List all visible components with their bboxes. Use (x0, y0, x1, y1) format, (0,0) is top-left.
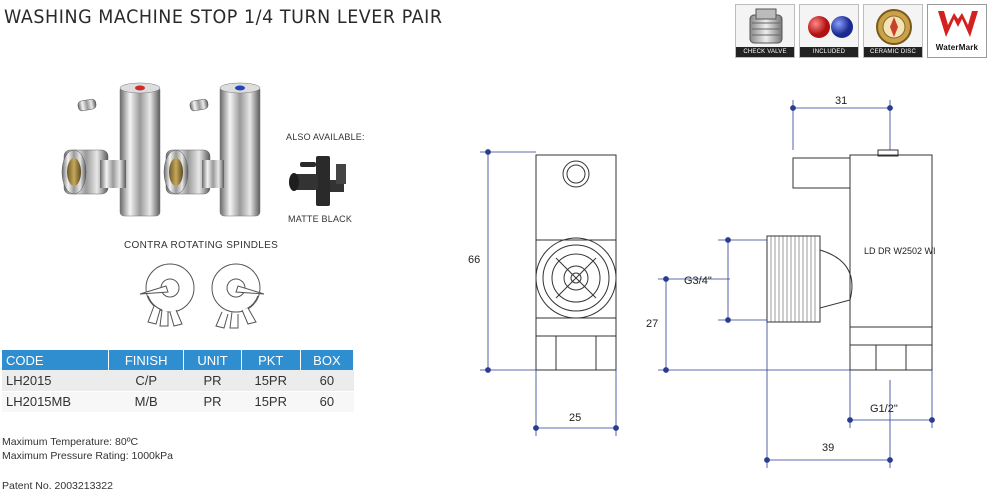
spec-table-header: CODE FINISH UNIT PKT BOX (2, 350, 355, 370)
watermark-logo-icon (938, 11, 978, 37)
check-valve-badge: CHECK VALVE (735, 4, 795, 58)
dim-inlet-thread: G3/4" (684, 275, 712, 287)
cell-pkt: 15PR (241, 391, 301, 413)
cold-valve (163, 82, 261, 217)
technical-drawing: LD DR W2502 WI 31 66 G3/4" 27 25 G1/2" (468, 95, 936, 468)
also-available-label: ALSO AVAILABLE: (286, 132, 365, 142)
matte-black-label: MATTE BLACK (288, 214, 353, 224)
hot-valve (61, 82, 161, 217)
cell-unit: PR (183, 391, 242, 413)
table-row: LH2015 C/P PR 15PR 60 (2, 370, 354, 392)
feature-badges: CHECK VALVE INCLUDED CERAMIC DISC WaterM… (735, 4, 987, 58)
side-view-lever (792, 157, 851, 189)
max-pressure-note: Maximum Pressure Rating: 1000kPa (2, 450, 173, 462)
ceramic-disc-caption: CERAMIC DISC (864, 47, 922, 57)
col-pkt: PKT (241, 350, 301, 370)
contra-rotating-diagram (139, 263, 265, 329)
watermark-caption: WaterMark (928, 43, 986, 53)
matte-black-valve-image (289, 156, 346, 206)
dim-center-height: 27 (646, 318, 658, 330)
dim-depth: 39 (822, 442, 834, 454)
cell-code: LH2015 (2, 370, 109, 392)
page-title: WASHING MACHINE STOP 1/4 TURN LEVER PAIR (4, 6, 443, 28)
table-row: LH2015MB M/B PR 15PR 60 (2, 391, 354, 413)
patent-note: Patent No. 2003213322 (2, 480, 113, 492)
col-code: CODE (2, 350, 110, 370)
spec-table: CODE FINISH UNIT PKT BOX LH2015 C/P PR 1… (2, 350, 355, 413)
col-box: BOX (300, 350, 355, 370)
ceramic-disc-icon (876, 9, 912, 45)
hot-cold-indicators-icon (808, 16, 853, 38)
ceramic-disc-badge: CERAMIC DISC (863, 4, 923, 58)
front-view-body (535, 154, 617, 371)
col-finish: FINISH (108, 350, 185, 370)
cell-unit: PR (183, 370, 242, 392)
max-temperature-note: Maximum Temperature: 80ºC (2, 436, 139, 448)
cell-box: 60 (300, 391, 354, 413)
dim-body-width: 25 (569, 412, 581, 424)
cell-box: 60 (300, 370, 354, 392)
included-caption: INCLUDED (800, 47, 858, 57)
dim-outlet-thread: G1/2" (870, 403, 898, 415)
cell-pkt: 15PR (241, 370, 301, 392)
cell-finish: C/P (108, 370, 184, 392)
col-unit: UNIT (183, 350, 242, 370)
contra-rotating-label: CONTRA ROTATING SPINDLES (124, 240, 279, 251)
included-badge: INCLUDED (799, 4, 859, 58)
body-marking: LD DR W2502 WI (864, 246, 936, 256)
side-view-body (849, 154, 933, 371)
cell-code: LH2015MB (2, 391, 109, 413)
check-valve-icon (749, 8, 783, 44)
cell-finish: M/B (108, 391, 184, 413)
product-image (61, 82, 261, 217)
check-valve-caption: CHECK VALVE (736, 47, 794, 57)
watermark-badge: WaterMark (927, 4, 987, 58)
front-view-lever-hole (562, 160, 590, 188)
dim-height: 66 (468, 254, 480, 266)
dim-top-width: 31 (835, 95, 847, 107)
